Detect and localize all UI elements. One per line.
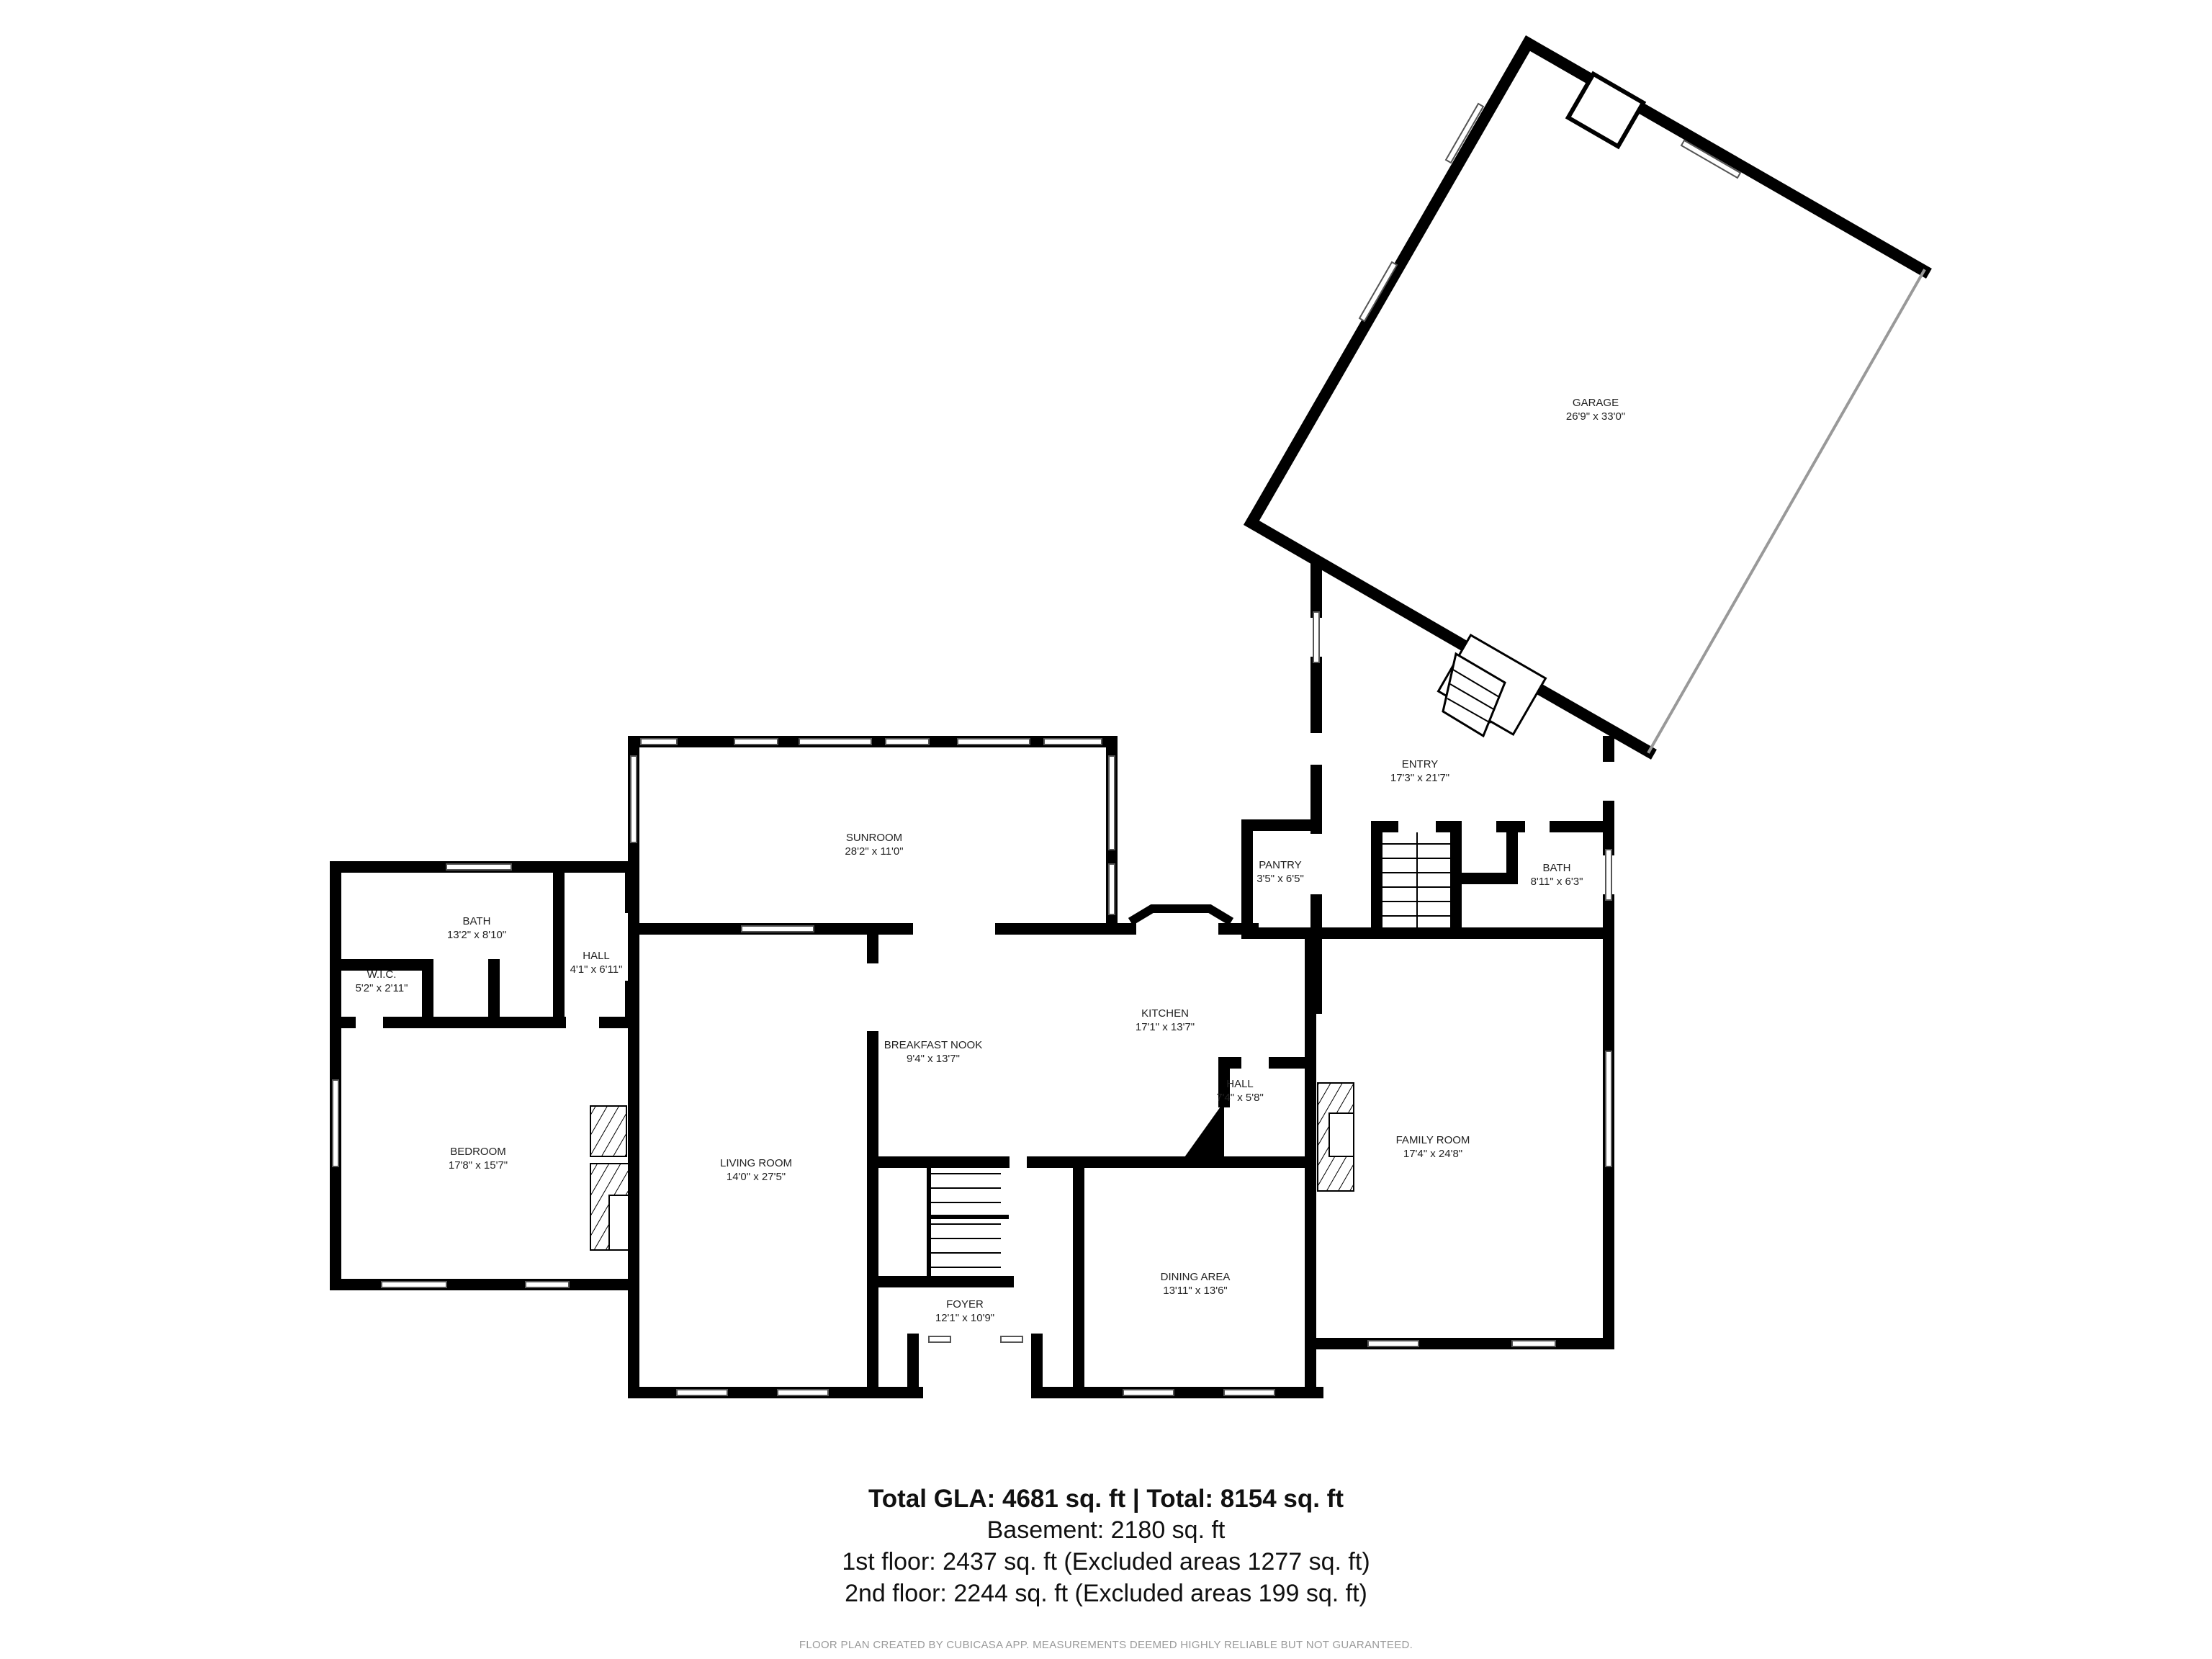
- room-name: PANTRY: [1259, 859, 1302, 871]
- room-name: FOYER: [946, 1298, 984, 1310]
- room-name: BREAKFAST NOOK: [884, 1039, 983, 1051]
- room-label-breakfast-nook: BREAKFAST NOOK 9'4" x 13'7": [884, 1038, 982, 1066]
- total-area-summary: Total GLA: 4681 sq. ft | Total: 8154 sq.…: [868, 1485, 1344, 1513]
- garage-walls: [1244, 35, 1932, 760]
- room-label-bath-entry: BATH 8'11" x 6'3": [1531, 861, 1583, 889]
- room-name: HALL: [1226, 1078, 1254, 1090]
- room-name: BEDROOM: [450, 1146, 506, 1158]
- entry-stairs: [1371, 821, 1462, 939]
- room-dimensions: 8'11" x 6'3": [1530, 876, 1583, 888]
- room-label-wic: W.I.C. 5'2" x 2'11": [356, 968, 408, 995]
- room-dimensions: 17'8" x 15'7": [448, 1159, 508, 1172]
- room-label-family-room: FAMILY ROOM 17'4" x 24'8": [1396, 1133, 1470, 1161]
- room-label-sunroom: SUNROOM 28'2" x 11'0": [845, 831, 903, 858]
- room-dimensions: 14'0" x 27'5": [726, 1171, 786, 1183]
- room-dimensions: 4'1" x 6'11": [570, 963, 623, 976]
- family-room-walls: [1305, 927, 1614, 1349]
- room-dimensions: 13'11" x 13'6": [1163, 1285, 1228, 1297]
- room-dimensions: 5'2" x 2'11": [355, 982, 408, 994]
- room-dimensions: 9'4" x 13'7": [907, 1053, 960, 1065]
- room-name: ENTRY: [1401, 758, 1439, 770]
- first-floor-area: 1st floor: 2437 sq. ft (Excluded areas 1…: [842, 1548, 1370, 1575]
- room-name: GARAGE: [1572, 397, 1619, 409]
- room-label-hall-bedroom: HALL 4'1" x 6'11": [570, 949, 623, 976]
- room-label-garage: GARAGE 26'9" x 33'0": [1566, 396, 1625, 423]
- second-floor-area: 2nd floor: 2244 sq. ft (Excluded areas 1…: [845, 1580, 1367, 1607]
- dining-area-walls: [1073, 1156, 1275, 1398]
- room-name: FAMILY ROOM: [1395, 1134, 1470, 1146]
- room-label-living-room: LIVING ROOM 14'0" x 27'5": [720, 1156, 792, 1184]
- room-label-entry: ENTRY 17'3" x 21'7": [1390, 757, 1449, 785]
- room-dimensions: 3'5" x 6'5": [1256, 873, 1304, 885]
- room-name: BATH: [1542, 862, 1571, 874]
- room-name: HALL: [583, 950, 610, 962]
- room-dimensions: 17'3" x 21'7": [1390, 772, 1450, 784]
- room-dimensions: 12'1" x 10'9": [935, 1312, 995, 1324]
- room-dimensions: 17'1" x 13'7": [1135, 1021, 1195, 1033]
- room-dimensions: 26'9" x 33'0": [1565, 410, 1626, 423]
- room-label-kitchen: KITCHEN 17'1" x 13'7": [1136, 1007, 1195, 1034]
- room-dimensions: 13'2" x 8'10": [446, 929, 507, 941]
- basement-area: Basement: 2180 sq. ft: [986, 1516, 1226, 1544]
- room-name: LIVING ROOM: [719, 1157, 793, 1169]
- room-dimensions: 7'4" x 5'8": [1216, 1092, 1264, 1104]
- room-label-bath-bedroom: BATH 13'2" x 8'10": [447, 914, 506, 942]
- room-name: KITCHEN: [1141, 1007, 1189, 1020]
- room-label-hall-kitchen: HALL 7'4" x 5'8": [1216, 1077, 1264, 1105]
- foyer-walls: [867, 1156, 1323, 1398]
- room-name: W.I.C.: [367, 968, 397, 981]
- room-dimensions: 17'4" x 24'8": [1403, 1148, 1463, 1160]
- room-label-dining-area: DINING AREA 13'11" x 13'6": [1161, 1270, 1231, 1298]
- sunroom-walls: [628, 736, 1259, 935]
- kitchen-walls: [1181, 930, 1316, 1398]
- room-label-foyer: FOYER 12'1" x 10'9": [935, 1298, 994, 1325]
- room-label-pantry: PANTRY 3'5" x 6'5": [1256, 858, 1304, 886]
- room-dimensions: 28'2" x 11'0": [845, 845, 904, 858]
- room-label-bedroom: BEDROOM 17'8" x 15'7": [449, 1145, 508, 1172]
- room-name: BATH: [462, 915, 491, 927]
- room-name: DINING AREA: [1160, 1271, 1231, 1283]
- disclaimer-text: FLOOR PLAN CREATED BY CUBICASA APP. MEAS…: [799, 1639, 1413, 1651]
- garage-stairs: [1442, 652, 1506, 738]
- room-name: SUNROOM: [845, 832, 903, 844]
